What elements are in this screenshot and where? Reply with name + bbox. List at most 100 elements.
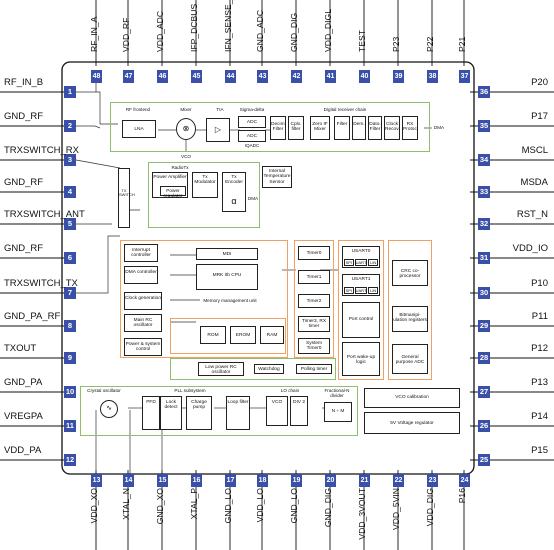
pin-label-35: P17 (531, 111, 548, 122)
crc-block: CRC co-processor (392, 260, 428, 286)
pin-label-40: TEST (357, 30, 367, 52)
alpha-label: α (231, 196, 237, 206)
timer0-block: Timer0 (298, 246, 330, 260)
timer2-label: Timer2 (306, 299, 322, 304)
usart1-lin: LIN (368, 287, 379, 294)
iq-adc-label: IQADC (244, 143, 260, 148)
pin-number-6: 6 (64, 252, 76, 264)
pin-label-15: GND_XO (155, 488, 165, 525)
rf-receive-group (110, 102, 430, 152)
pin-number-30: 30 (478, 287, 490, 299)
ram-block: RAM (260, 326, 284, 344)
clock-recov-block: Clock Recov. (384, 116, 400, 140)
tx-switch-block: TX SWITCH (118, 168, 135, 228)
decim-filter-block: Decim. Filter (270, 116, 286, 140)
pin-label-25: P15 (531, 445, 548, 456)
tx-switch-label: TX SWITCH (119, 188, 135, 198)
pin-label-24: P16 (457, 488, 467, 504)
mixer-label: Mixer (180, 107, 192, 112)
pin-label-43: GND_ADC (255, 9, 265, 52)
pin-number-4: 4 (64, 186, 76, 198)
pin-number-3: 3 (64, 154, 76, 166)
ram-label: RAM (266, 333, 278, 338)
pin-label-26: P14 (531, 411, 548, 422)
main-rc-oscillator-block: Main RC oscillator (124, 314, 162, 332)
lock-detect-block: Lock detect (160, 396, 182, 430)
port-control-block: Port control (342, 302, 380, 338)
pin-label-4: GND_RF (4, 177, 44, 188)
port-wakeup-label: Port wake-up logic (346, 355, 376, 366)
pin-label-9: TXOUT (4, 343, 37, 354)
pin-number-10: 10 (64, 386, 76, 398)
pin-number-48: 48 (91, 70, 102, 83)
pin-number-29: 29 (478, 320, 490, 332)
pfd-block: PFD (142, 396, 160, 430)
zero-if-mixer-block: Zero IF Mixer (310, 116, 330, 140)
adc-i-block: ADC (238, 116, 266, 128)
pin-number-8: 8 (64, 320, 76, 332)
pin-label-1: RF_IN_B (4, 77, 44, 88)
radio-tx-group (148, 162, 260, 228)
power-system-control-block: Power & system control (124, 338, 162, 356)
gp-adc-label: General purpose ADC (395, 355, 425, 366)
loop-filter-label: Loop filter (227, 400, 249, 405)
cpu-group (120, 240, 288, 358)
lo-vco-label: VCO (271, 400, 283, 405)
timer1-block: Timer1 (298, 270, 330, 284)
radio-tx-label: RadioTx (171, 165, 189, 170)
timer0-label: Timer0 (306, 251, 322, 256)
pin-number-44: 44 (225, 70, 236, 83)
memory-group (170, 318, 286, 354)
clock-recov-label: Clock Recov. (385, 122, 400, 133)
tia-label: TIA (216, 107, 224, 112)
pin-number-19: 19 (291, 474, 302, 487)
charge-pump-label: Charge pump (191, 400, 207, 411)
pll-subsystem-label: PLL subsystem (174, 388, 206, 393)
pin-number-33: 33 (478, 186, 490, 198)
pin-label-22: VDD_5VIN (391, 488, 401, 531)
usart1-spi: SPI (344, 287, 354, 294)
timers-group (294, 240, 334, 358)
dma-controller-label: DMA controller (125, 270, 157, 275)
pin-label-34: MSCL (521, 145, 548, 156)
dma-rx-label: DMA (433, 125, 445, 130)
pin-number-23: 23 (427, 474, 438, 487)
pin-label-31: VDD_IO (512, 243, 548, 254)
pll-group (80, 386, 358, 436)
decim-filter-label: Decim. Filter (271, 122, 286, 133)
pin-label-36: P20 (531, 77, 548, 88)
lock-detect-label: Lock detect (164, 400, 178, 411)
sigma-delta-label: Sigma-delta (239, 107, 265, 112)
port-wakeup-block: Port wake-up logic (342, 342, 380, 376)
tx-modulator-block: Tx Modulator (192, 172, 218, 198)
pin-label-21: VDD_3VOUT (357, 488, 367, 540)
pin-number-45: 45 (191, 70, 202, 83)
crc-label: CRC co-processor (399, 269, 421, 280)
low-power-group (170, 358, 336, 380)
dma-tx-label: DMA (247, 196, 259, 201)
pin-number-13: 13 (91, 474, 102, 487)
div2-block: DIV 2 (290, 396, 308, 426)
pin-label-47: VDD_RF (121, 17, 131, 52)
bitmanip-label: Bitmanipi-ulation registers (393, 313, 427, 324)
pin-number-41: 41 (325, 70, 336, 83)
pin-number-40: 40 (359, 70, 370, 83)
pin-label-42: GND_DIG (289, 12, 299, 52)
pin-number-38: 38 (427, 70, 438, 83)
lo-vco-block: VCO (266, 396, 288, 426)
main-rc-label: Main RC oscillator (133, 318, 153, 329)
pin-number-31: 31 (478, 252, 490, 264)
pin-label-23: VDD_DIG (425, 488, 435, 527)
lna-label: LNA (134, 127, 144, 132)
clock-generation-label: Clock generation (125, 296, 161, 301)
clock-generation-block: Clock generation (124, 292, 162, 310)
crystal-osc-symbol: ∿ (100, 400, 118, 418)
vco-label: VCO (181, 154, 191, 159)
pin-label-30: P10 (531, 278, 548, 289)
pin-label-10: GND_PA (4, 377, 43, 388)
lo-chain-label: LO chain (280, 388, 300, 393)
usart1-uart: UART (354, 287, 368, 294)
pin-number-5: 5 (64, 218, 76, 230)
rx-proto-label: RX Protoc. (403, 122, 419, 133)
